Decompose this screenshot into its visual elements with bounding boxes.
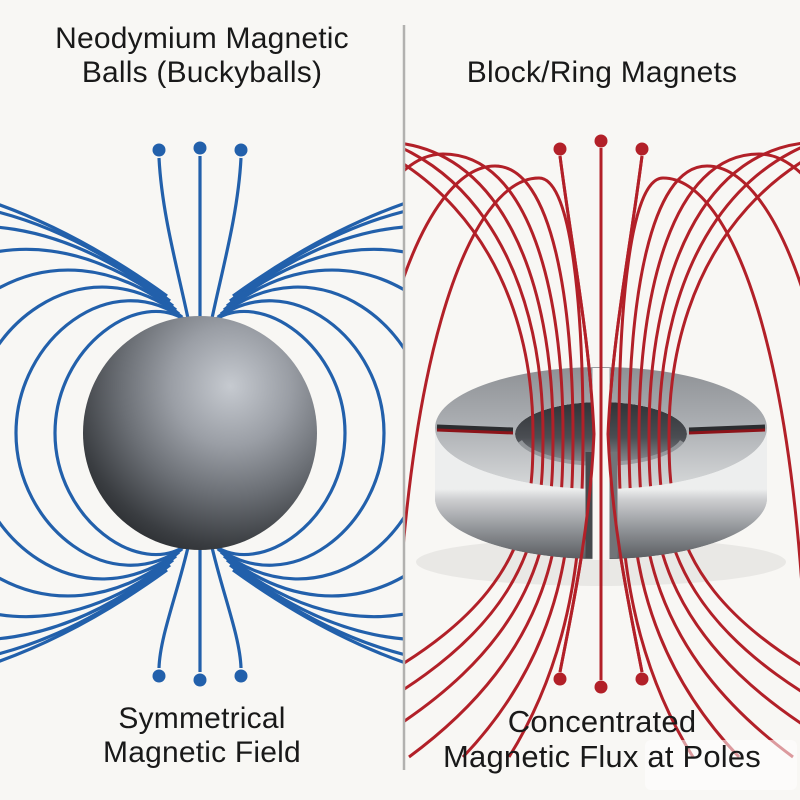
sphere-magnet bbox=[83, 316, 317, 550]
field-line-endpoint-dot bbox=[635, 142, 649, 156]
field-line-endpoint-dot bbox=[193, 673, 207, 687]
field-line-endpoint-dot bbox=[152, 143, 166, 157]
right-field-panel bbox=[405, 134, 800, 759]
ring-seam-right bbox=[688, 424, 766, 433]
watermark-patch bbox=[645, 740, 797, 790]
right-panel-title: Block/Ring Magnets bbox=[466, 56, 738, 89]
left-panel-title: Neodymium Magnetic Balls (Buckyballs) bbox=[55, 22, 349, 90]
field-line-endpoint-dot bbox=[635, 672, 649, 686]
red-field-lines bbox=[405, 142, 800, 759]
field-line-endpoint-dot bbox=[594, 680, 608, 694]
field-line-endpoint-dot bbox=[152, 669, 166, 683]
field-line-endpoint-dot bbox=[234, 669, 248, 683]
field-line-endpoint-dot bbox=[193, 141, 207, 155]
blue-field-endpoint-dots bbox=[152, 141, 248, 687]
left-panel-caption: Symmetrical Magnetic Field bbox=[103, 702, 301, 770]
right-panel-caption: Concentrated Magnetic Flux at Poles bbox=[443, 704, 761, 775]
field-line-endpoint-dot bbox=[234, 143, 248, 157]
field-line-endpoint-dot bbox=[594, 134, 608, 148]
red-field-endpoint-dots bbox=[553, 134, 649, 694]
left-field-panel bbox=[0, 141, 403, 687]
field-line-endpoint-dot bbox=[553, 142, 567, 156]
blue-field-lines bbox=[0, 156, 403, 672]
field-line-endpoint-dot bbox=[553, 672, 567, 686]
ring-seam-left bbox=[436, 424, 514, 433]
